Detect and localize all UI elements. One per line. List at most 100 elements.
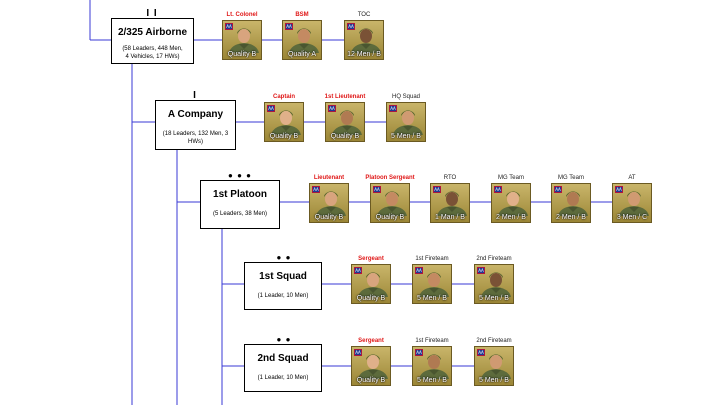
airborne-flag-icon: AA [267,105,275,112]
svg-text:AA: AA [495,187,501,192]
unit-card[interactable]: AA Quality B [264,102,304,142]
platoon-size-symbol: ● ● ● [210,172,270,180]
svg-text:AA: AA [478,268,484,273]
card-quality-label: 2 Men / B [492,214,530,221]
card-quality-label: Quality B [310,214,348,221]
unit-card[interactable]: AA 5 Men / B [474,346,514,386]
svg-text:AA: AA [416,268,422,273]
svg-text:AA: AA [329,106,335,111]
airborne-flag-icon: AA [354,267,362,274]
unit-card[interactable]: AA Quality B [222,20,262,60]
card-role-label: HQ Squad [371,94,441,101]
card-quality-label: 5 Men / B [387,133,425,140]
airborne-flag-icon: AA [312,186,320,193]
squad1-size-symbol: ● ● [254,254,314,262]
card-role-label: 1st Fireteam [397,256,467,263]
airborne-flag-icon: AA [285,23,293,30]
card-role-label: 2nd Fireteam [459,256,529,263]
card-quality-label: 5 Men / B [413,295,451,302]
company-size-symbol: I [165,92,225,100]
battalion-name: 2/325 Airborne [112,27,193,38]
battalion-assets: 4 Vehicles, 17 HWs) [112,53,193,61]
unit-card[interactable]: AA 2 Men / B [551,183,591,223]
card-role-label: Sergeant [336,256,406,263]
airborne-flag-icon: AA [354,349,362,356]
card-quality-label: 12 Men / B [345,51,383,58]
unit-card[interactable]: AA Quality B [351,346,391,386]
unit-card[interactable]: AA 5 Men / B [412,264,452,304]
card-role-label: 1st Fireteam [397,338,467,345]
unit-card[interactable]: AA Quality B [325,102,365,142]
svg-text:AA: AA [390,106,396,111]
squad2-size-symbol: ● ● [254,336,314,344]
airborne-flag-icon: AA [347,23,355,30]
card-quality-label: Quality B [223,51,261,58]
unit-card[interactable]: AA Quality B [309,183,349,223]
card-quality-label: Quality A [283,51,321,58]
card-quality-label: Quality B [326,133,364,140]
card-role-label: Lieutenant [294,175,364,182]
unit-card[interactable]: AA Quality B [370,183,410,223]
unit-card[interactable]: AA 5 Men / B [474,264,514,304]
svg-text:AA: AA [226,24,232,29]
card-quality-label: 5 Men / B [475,295,513,302]
airborne-flag-icon: AA [225,23,233,30]
unit-card[interactable]: AA 2 Men / B [491,183,531,223]
squad1-box[interactable]: 1st Squad (1 Leader, 10 Men) [244,262,322,310]
company-box[interactable]: A Company (18 Leaders, 132 Men, 3 HWs) [155,100,236,150]
svg-text:AA: AA [268,106,274,111]
squad1-name: 1st Squad [245,271,321,282]
card-role-label: BSM [267,12,337,19]
squad2-name: 2nd Squad [245,353,321,364]
card-quality-label: Quality B [371,214,409,221]
card-role-label: AT [597,175,667,182]
unit-card[interactable]: AA Quality B [351,264,391,304]
svg-text:AA: AA [313,187,319,192]
card-quality-label: Quality B [265,133,303,140]
platoon-name: 1st Platoon [201,189,279,200]
card-quality-label: Quality B [352,377,390,384]
airborne-flag-icon: AA [433,186,441,193]
svg-text:AA: AA [286,24,292,29]
airborne-flag-icon: AA [494,186,502,193]
card-role-label: MG Team [536,175,606,182]
airborne-flag-icon: AA [415,267,423,274]
airborne-flag-icon: AA [554,186,562,193]
unit-card[interactable]: AA Quality A [282,20,322,60]
squad2-box[interactable]: 2nd Squad (1 Leader, 10 Men) [244,344,322,392]
card-quality-label: 5 Men / B [475,377,513,384]
card-quality-label: 1 Man / B [431,214,469,221]
svg-text:AA: AA [348,24,354,29]
airborne-flag-icon: AA [615,186,623,193]
svg-text:AA: AA [616,187,622,192]
airborne-flag-icon: AA [373,186,381,193]
airborne-flag-icon: AA [477,349,485,356]
company-name: A Company [156,109,235,120]
card-role-label: RTO [415,175,485,182]
svg-text:AA: AA [478,350,484,355]
svg-text:AA: AA [434,187,440,192]
svg-text:AA: AA [374,187,380,192]
platoon-strength: (5 Leaders, 38 Men) [201,210,279,218]
airborne-flag-icon: AA [389,105,397,112]
card-quality-label: 2 Men / B [552,214,590,221]
card-quality-label: 3 Men / C [613,214,651,221]
unit-card[interactable]: AA 5 Men / B [386,102,426,142]
svg-text:AA: AA [416,350,422,355]
unit-card[interactable]: AA 3 Men / C [612,183,652,223]
platoon-box[interactable]: 1st Platoon (5 Leaders, 38 Men) [200,180,280,229]
svg-text:AA: AA [355,350,361,355]
unit-card[interactable]: AA 12 Men / B [344,20,384,60]
unit-card[interactable]: AA 1 Man / B [430,183,470,223]
company-strength: (18 Leaders, 132 Men, 3 HWs) [156,130,235,146]
card-role-label: 1st Lieutenant [310,94,380,101]
svg-text:AA: AA [555,187,561,192]
airborne-flag-icon: AA [328,105,336,112]
card-quality-label: Quality B [352,295,390,302]
battalion-box[interactable]: 2/325 Airborne (58 Leaders, 448 Men, 4 V… [111,18,194,64]
svg-text:AA: AA [355,268,361,273]
battalion-size-symbol: I I [122,10,182,18]
airborne-flag-icon: AA [477,267,485,274]
airborne-flag-icon: AA [415,349,423,356]
